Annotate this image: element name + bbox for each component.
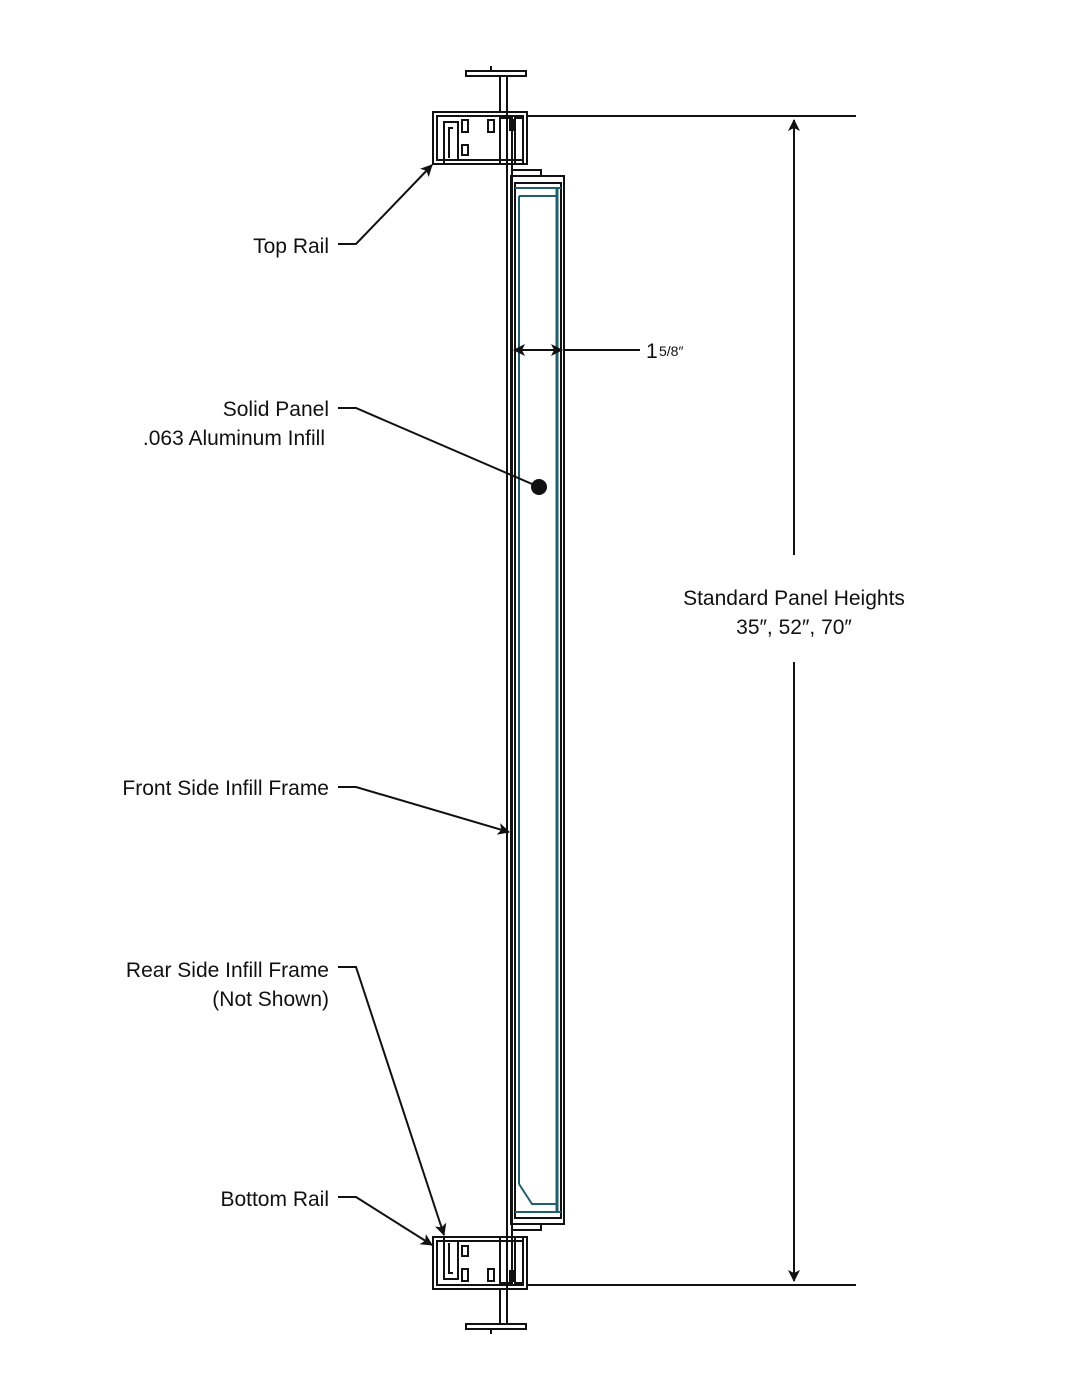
label-solid-panel: Solid Panel	[223, 398, 329, 421]
label-front-frame: Front Side Infill Frame	[122, 777, 329, 800]
label-heights-values: 35″, 52″, 70″	[736, 616, 852, 639]
label-solid-panel-material: .063 Aluminum Infill	[143, 427, 325, 450]
solid-panel	[510, 175, 565, 1225]
label-top-rail: Top Rail	[253, 235, 329, 258]
label-rear-frame: Rear Side Infill Frame	[126, 959, 329, 982]
label-rear-frame-note: (Not Shown)	[212, 988, 329, 1011]
label-width-whole: 1	[646, 340, 658, 363]
front-infill-frame	[506, 112, 542, 1289]
bottom-rail	[432, 1236, 528, 1334]
leader-lines	[338, 164, 540, 1246]
label-heights-title: Standard Panel Heights	[683, 587, 905, 610]
label-bottom-rail: Bottom Rail	[220, 1188, 329, 1211]
top-rail	[432, 66, 528, 165]
label-width-fraction: 5/8″	[659, 343, 683, 359]
height-dimension	[527, 115, 856, 1286]
solid-panel-dot	[531, 479, 547, 495]
